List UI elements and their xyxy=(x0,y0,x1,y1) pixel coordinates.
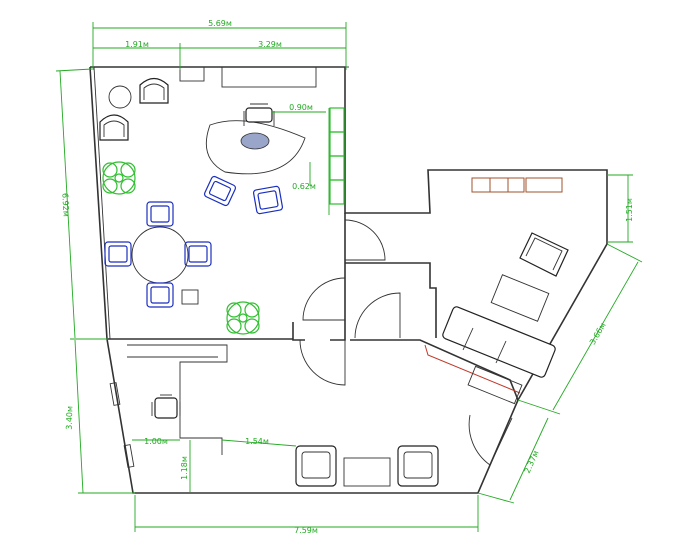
meeting-chair-bottom xyxy=(146,282,174,308)
dim-top-total: 5.69м xyxy=(208,19,232,28)
lower-office xyxy=(127,344,439,487)
doors xyxy=(299,219,513,466)
dim-bottom-right-diag: 2.37м xyxy=(523,449,541,474)
desk-rug xyxy=(240,132,270,150)
door-swing-5 xyxy=(468,414,513,466)
window-left-2 xyxy=(123,444,135,468)
lower-armchair-2 xyxy=(397,445,439,487)
column xyxy=(179,66,205,82)
office-chair xyxy=(151,394,181,419)
walls xyxy=(89,66,608,494)
armchair-2 xyxy=(99,114,129,141)
sideboard xyxy=(467,365,523,405)
window-sill xyxy=(221,66,317,88)
meeting-table xyxy=(131,226,189,284)
lower-armchair-1 xyxy=(295,445,337,487)
partition-door-jamb xyxy=(292,322,305,341)
lower-coffee-table xyxy=(343,457,391,487)
plant-2 xyxy=(226,301,260,335)
corridor-wall xyxy=(345,262,437,338)
coffee-table xyxy=(490,274,550,322)
dim-line-right-diag xyxy=(552,261,639,411)
meeting-chair-top xyxy=(146,201,174,227)
dim-left-lower: 3.40м xyxy=(65,406,75,430)
sofa xyxy=(442,306,556,378)
partition-vertical xyxy=(330,213,346,341)
meeting-chair-left xyxy=(104,241,132,267)
executive-chair xyxy=(243,103,275,126)
outer-wall-left xyxy=(89,66,519,494)
dim-left-upper: 6.92м xyxy=(60,193,70,217)
dim-line-left-lower xyxy=(74,339,84,494)
dim-line-lower-gap xyxy=(221,439,297,447)
dim-right-diag: 3.66м xyxy=(588,321,608,346)
upper-office xyxy=(99,77,345,335)
dim-lower-desk-width: 1.00м xyxy=(144,437,168,446)
dim-top-right: 3.29м xyxy=(258,40,282,49)
dim-top-left: 1.91м xyxy=(125,40,149,49)
shelf-unit xyxy=(471,177,563,193)
side-table xyxy=(108,85,132,109)
door-swing-1 xyxy=(344,219,386,261)
cabinets xyxy=(328,107,345,215)
plant-1 xyxy=(102,161,136,195)
lounge xyxy=(424,177,569,405)
armchair-1 xyxy=(139,77,169,104)
window-left-1 xyxy=(109,382,121,406)
door-swing-4 xyxy=(299,339,346,386)
dim-desk-gap: 0.90м xyxy=(289,103,313,112)
dim-cabinet-gap: 0.62м xyxy=(292,182,316,191)
dim-right-upper: 1.51м xyxy=(625,198,634,222)
sideboard-edge xyxy=(424,344,521,394)
lounge-armchair xyxy=(519,232,569,277)
l-desk xyxy=(127,344,228,455)
guest-chair-1 xyxy=(203,175,237,207)
door-swing-2 xyxy=(302,277,346,321)
dim-lower-desk-depth: 1.18м xyxy=(180,456,189,480)
dim-bottom-total: 7.59м xyxy=(294,526,318,535)
dim-lower-gap: 1.54м xyxy=(245,437,269,446)
guest-chair-2 xyxy=(252,185,284,215)
wall-inner-left xyxy=(93,66,111,340)
meeting-chair-right xyxy=(184,241,212,267)
dim-line-left-upper xyxy=(59,70,76,339)
door-swing-3 xyxy=(354,292,401,339)
outer-wall-right xyxy=(517,243,608,401)
dim-line-bottom-right-diag xyxy=(509,417,549,501)
small-cabinet xyxy=(181,289,199,305)
